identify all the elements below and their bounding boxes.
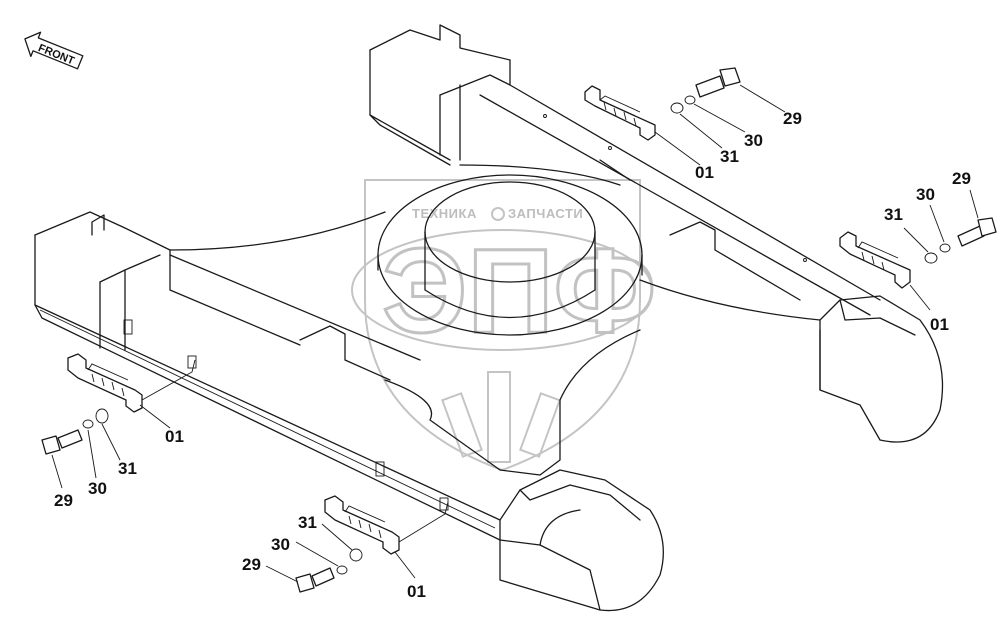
watermark: ТЕХНИКА ЗАПЧАСТИ ЭПФ (351, 179, 658, 472)
callouts: 29 30 31 01 29 30 31 01 01 31 30 29 31 3… (54, 109, 971, 601)
rail-guard-01-a (584, 85, 656, 141)
part-group-right-middle (839, 189, 997, 311)
callout-30: 30 (916, 185, 935, 204)
rail-guard-01-b (839, 231, 911, 289)
callout-29: 29 (54, 491, 73, 510)
watermark-text-2: ЗАПЧАСТИ (508, 206, 583, 221)
part-group-top-right (584, 67, 786, 166)
watermark-text-1: ТЕХНИКА (412, 206, 477, 221)
callout-01: 01 (407, 582, 426, 601)
gear-icon (491, 207, 505, 221)
part-group-bottom (265, 495, 449, 593)
callout-29: 29 (242, 555, 261, 574)
washer-30-c (82, 419, 94, 429)
track-frame (34, 24, 944, 612)
rail-guard-01-d (324, 495, 449, 555)
callout-01: 01 (695, 163, 714, 182)
callout-29: 29 (952, 169, 971, 188)
callout-30: 30 (271, 535, 290, 554)
callout-29: 29 (783, 109, 802, 128)
part-group-left (41, 353, 197, 489)
callout-31: 31 (298, 513, 317, 532)
watermark-blocks (441, 371, 561, 463)
washer-30-a (684, 95, 696, 105)
washer-30-b (939, 243, 951, 253)
washer-30-d (336, 565, 348, 575)
washer-31-d (349, 548, 363, 562)
bolt-29-c (41, 429, 83, 455)
washer-31-b (924, 252, 938, 264)
bolt-29-d (295, 567, 335, 593)
washer-31-c (95, 408, 109, 424)
callout-01: 01 (930, 315, 949, 334)
callout-30: 30 (744, 131, 763, 150)
front-direction-arrow: FRONT (24, 31, 84, 70)
callout-31: 31 (884, 205, 903, 224)
callout-31: 31 (118, 459, 137, 478)
watermark-logo: ЭПФ (382, 224, 656, 358)
bolt-29-a (695, 67, 741, 98)
callout-01: 01 (165, 427, 184, 446)
bolt-29-b (957, 217, 997, 247)
washer-31-a (670, 102, 684, 114)
rail-guard-01-c (67, 353, 197, 413)
callout-31: 31 (720, 147, 739, 166)
callout-30: 30 (88, 479, 107, 498)
